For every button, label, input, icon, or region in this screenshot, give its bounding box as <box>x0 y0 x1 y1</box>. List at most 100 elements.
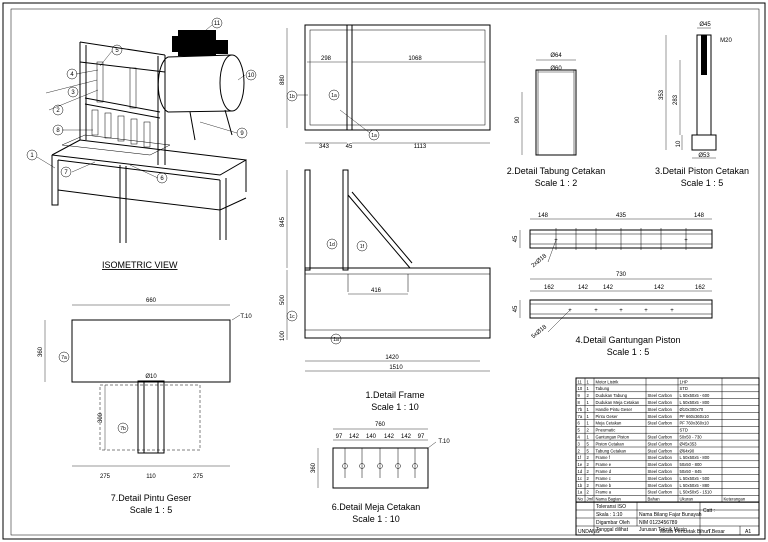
frame-dim-1420: 1420 <box>385 355 399 361</box>
parts-table-cell: 2 <box>587 393 590 398</box>
svg-text:+: + <box>684 238 688 244</box>
pintu-scale: Scale 1 : 5 <box>130 505 173 515</box>
parts-table-cell: 1 <box>587 386 590 391</box>
parts-table-cell: 1 <box>587 407 590 412</box>
gantungan-dim-142-b: 142 <box>603 285 614 291</box>
gantungan-scale: Scale 1 : 5 <box>607 347 650 357</box>
gantungan-dim-162-right: 162 <box>695 285 706 291</box>
parts-table-cell: 11 <box>578 379 583 384</box>
parts-table-cell: 5 <box>578 428 581 433</box>
pintu-dim-275-left: 275 <box>100 474 111 480</box>
parts-table-cell: L 50x50x5 - 500 <box>680 476 711 481</box>
iso-balloon-10: 10 <box>248 73 255 79</box>
parts-table-cell: Frame e <box>596 462 612 467</box>
parts-table-cell: L 50x50x5 - 1510 <box>680 490 713 495</box>
title-block: Toleransi ISO Skala : 1:10 Digambar Oleh… <box>575 501 760 536</box>
frame-balloon-1b: 1b <box>289 94 295 100</box>
iso-balloon-2: 2 <box>56 108 60 114</box>
gantungan-dim-148-right: 148 <box>694 213 705 219</box>
frame-balloon-1a: 1a <box>371 133 377 139</box>
svg-text:+: + <box>619 308 623 314</box>
tabung-scale: Scale 1 : 2 <box>535 178 578 188</box>
iso-balloon-3: 3 <box>71 90 75 96</box>
parts-table-cell: 2 <box>587 455 590 460</box>
meja-dim-97-left: 97 <box>336 434 343 440</box>
parts-table-cell: Dudukan Tabung <box>596 393 628 398</box>
svg-text:+: + <box>670 308 674 314</box>
tabung-view: Ø64 Ø60 90 2.Detail Tabung Cetakan Scale… <box>507 53 605 188</box>
parts-table-cell: 1 <box>587 435 590 440</box>
tb-tolerance: Toleransi ISO <box>596 504 626 510</box>
tabung-dim-id: Ø60 <box>550 66 562 72</box>
frame-dim-45: 45 <box>346 144 353 150</box>
tb-drawer-name: Nama Bilang Fajar Bunayah <box>639 512 702 518</box>
parts-table-cell: Ø64x90 <box>680 448 695 453</box>
meja-dim-142-a: 142 <box>349 434 360 440</box>
gantungan-dim-45-top: 45 <box>513 235 519 242</box>
piston-dim-283: 283 <box>673 94 679 105</box>
parts-table-cell: Piston Cetakan <box>596 441 625 446</box>
iso-balloon-11: 11 <box>214 21 221 27</box>
iso-view-label: ISOMETRIC VIEW <box>102 260 178 270</box>
pintu-dim-275-right: 275 <box>193 474 204 480</box>
parts-table-cell: Steel Carbon <box>648 448 673 453</box>
parts-table-cell: L 50x50x5 - 880 <box>680 483 711 488</box>
parts-table-cell: 50x50 - 845 <box>680 469 703 474</box>
meja-dim-360: 360 <box>311 462 317 473</box>
piston-dim-45: Ø45 <box>699 22 711 28</box>
gantungan-dim-435: 435 <box>616 213 627 219</box>
tabung-title: 2.Detail Tabung Cetakan <box>507 166 605 176</box>
parts-table-cell: Steel Carbon <box>648 435 673 440</box>
meja-dim-760: 760 <box>375 422 386 428</box>
svg-text:+: + <box>594 308 598 314</box>
parts-table-cell: Steel Carbon <box>648 400 673 405</box>
parts-table-cell: Steel Carbon <box>648 407 673 412</box>
parts-table-cell: 50x50 - 800 <box>680 462 703 467</box>
parts-table-cell: 1 <box>587 421 590 426</box>
parts-table-cell: 1 <box>587 414 590 419</box>
parts-table-cell: 2 <box>587 490 590 495</box>
isometric-view: 1 2 3 4 5 6 7 8 9 10 11 ISOMETRIC VIEW <box>26 17 257 270</box>
pintu-balloon-7a: 7a <box>61 355 67 361</box>
iso-balloon-5: 5 <box>115 48 119 54</box>
parts-table-cell: 3 <box>578 441 581 446</box>
frame-dim-343: 343 <box>319 144 330 150</box>
parts-table-cell: 6 <box>578 421 581 426</box>
piston-view: Ø45 M20 353 283 10 Ø53 3.Detail Piston C… <box>655 22 749 188</box>
parts-table-cell: PF 760x360x10 <box>680 421 710 426</box>
parts-table-cell: Frame b <box>596 483 612 488</box>
piston-title: 3.Detail Piston Cetakan <box>655 166 749 176</box>
parts-table-cell: 1e <box>578 462 583 467</box>
tb-date: Tanggal dilihat <box>596 527 629 533</box>
parts-table-cell: Ø10x300x70 <box>680 407 704 412</box>
sheet-inner-border <box>10 8 760 536</box>
parts-table-cell: 2 <box>587 428 590 433</box>
parts-table-cell: STD <box>680 428 688 433</box>
parts-table-cell: 1 <box>587 379 590 384</box>
frame-dim-1510: 1510 <box>389 365 403 371</box>
tb-nim: NIM 0123456789 <box>639 520 678 526</box>
pintu-dim-660: 660 <box>146 298 157 304</box>
parts-table-cell: 2 <box>587 476 590 481</box>
pintu-dim-300: 300 <box>98 412 104 423</box>
piston-dim-10: 10 <box>676 140 682 147</box>
frame-dim-100: 100 <box>280 330 286 341</box>
pintu-balloon-7b: 7b <box>120 426 126 432</box>
parts-header-cell: No <box>578 497 584 502</box>
tb-machine: Mesin Pencetak Bihun <box>660 529 710 535</box>
parts-table-cell: Steel Carbon <box>648 455 673 460</box>
parts-header-cell: Keterangan <box>724 497 746 502</box>
parts-table-cell: 50x50 - 730 <box>680 435 703 440</box>
parts-table-cell: PF 660x360x10 <box>680 414 710 419</box>
iso-balloon-4: 4 <box>70 72 74 78</box>
gantungan-dim-142-c: 142 <box>654 285 665 291</box>
parts-table-cell: Pneumatic <box>596 428 616 433</box>
meja-view: 760 97 142 140 142 142 97 360 T.10 6.Det… <box>311 422 450 524</box>
pintu-view: 660 360 Ø10 300 275 110 275 T.10 7a 7b 7… <box>38 298 252 515</box>
svg-text:+: + <box>554 238 558 244</box>
parts-table-cell: STD <box>680 386 688 391</box>
frame-dim-416: 416 <box>371 288 382 294</box>
parts-table-cell: Pintu Geser <box>596 414 619 419</box>
